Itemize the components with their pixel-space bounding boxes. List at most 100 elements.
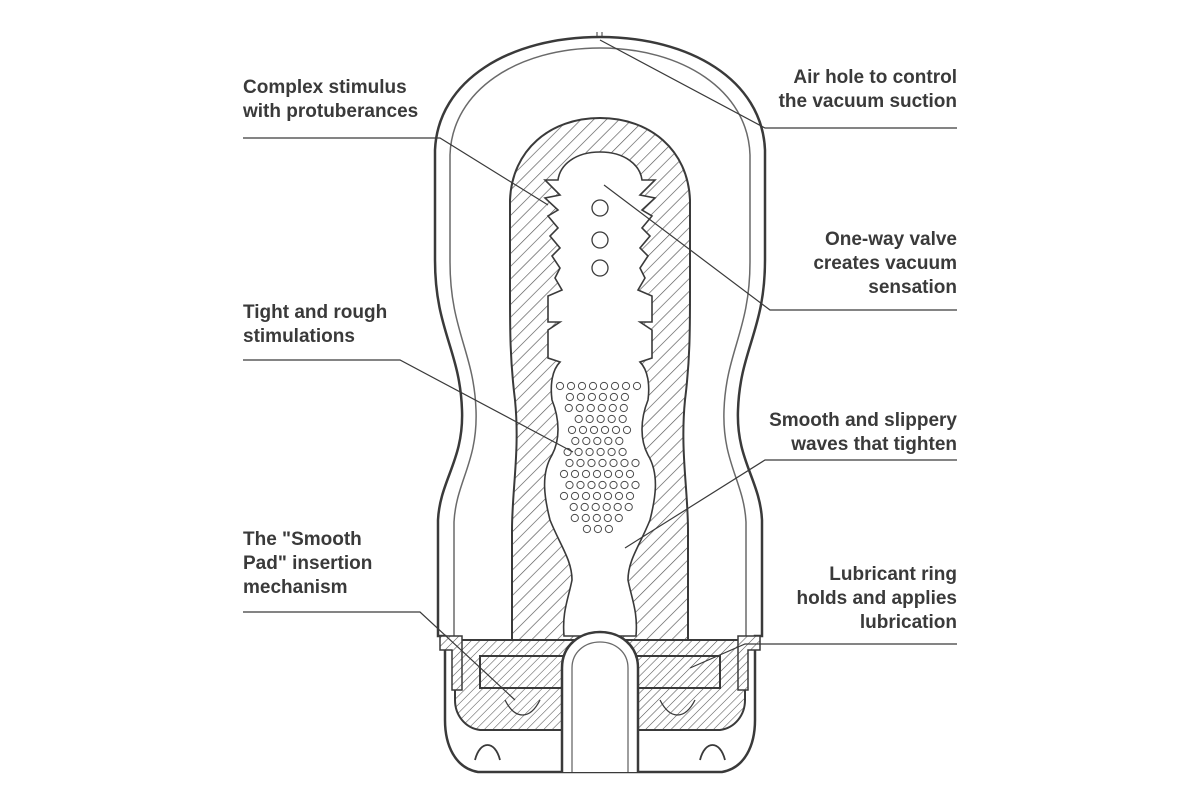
texture-dot bbox=[632, 381, 642, 391]
texture-dot bbox=[580, 502, 589, 512]
texture-dot bbox=[620, 458, 629, 468]
leader-air-hole bbox=[599, 39, 957, 129]
texture-dot bbox=[581, 491, 591, 501]
smooth-pad-left bbox=[439, 635, 463, 691]
texture-dot bbox=[619, 403, 628, 413]
protuberance-dots bbox=[591, 199, 609, 277]
texture-dot bbox=[565, 458, 574, 468]
leader-one-way-valve bbox=[603, 184, 957, 311]
texture-dot bbox=[574, 447, 583, 457]
texture-dot bbox=[598, 458, 607, 468]
insertion-opening-inner bbox=[571, 641, 629, 772]
texture-dot bbox=[622, 425, 632, 435]
inner-shell-line bbox=[449, 47, 751, 636]
texture-dot bbox=[566, 381, 576, 391]
base-cap-assembly bbox=[439, 630, 761, 772]
lubricant-ring-left bbox=[479, 655, 566, 689]
texture-dot bbox=[570, 513, 579, 523]
texture-dot bbox=[609, 392, 619, 402]
texture-dot bbox=[569, 502, 578, 512]
insertion-opening bbox=[560, 630, 640, 772]
texture-dot bbox=[631, 480, 640, 490]
texture-dot bbox=[592, 491, 602, 501]
texture-dot bbox=[586, 403, 595, 413]
texture-dot bbox=[578, 425, 588, 435]
texture-dot bbox=[600, 425, 610, 435]
texture-dot bbox=[614, 491, 624, 501]
leader-tight-rough bbox=[243, 359, 574, 453]
texture-dot bbox=[598, 480, 607, 490]
texture-dot bbox=[604, 436, 613, 446]
texture-dot bbox=[589, 425, 599, 435]
texture-dot bbox=[618, 447, 627, 457]
texture-dot bbox=[631, 458, 640, 468]
texture-dot bbox=[585, 447, 594, 457]
texture-dot bbox=[593, 524, 603, 534]
callout-smooth-waves: Smooth and slippery waves that tighten bbox=[769, 410, 957, 455]
texture-dot bbox=[587, 392, 597, 402]
texture-dot bbox=[571, 436, 580, 446]
texture-dot bbox=[576, 480, 585, 490]
texture-dot bbox=[596, 447, 605, 457]
callout-lubricant-ring: Lubricant ring holds and applies lubrica… bbox=[796, 564, 957, 633]
texture-dot bbox=[609, 458, 618, 468]
texture-dot bbox=[614, 469, 624, 479]
texture-dot-field bbox=[555, 381, 642, 534]
texture-dot bbox=[585, 414, 594, 424]
texture-dot bbox=[625, 491, 635, 501]
texture-dot bbox=[555, 381, 565, 391]
texture-dot bbox=[575, 403, 584, 413]
texture-dot bbox=[582, 524, 592, 534]
texture-dot bbox=[603, 491, 613, 501]
base-foot-right bbox=[699, 744, 726, 761]
texture-dot bbox=[581, 469, 591, 479]
texture-dot bbox=[625, 469, 635, 479]
texture-dot bbox=[613, 502, 622, 512]
callout-one-way-valve: One-way valve creates vacuum sensation bbox=[813, 229, 957, 298]
texture-dot bbox=[618, 414, 627, 424]
texture-dot bbox=[591, 502, 600, 512]
texture-dot bbox=[593, 436, 602, 446]
texture-dot bbox=[610, 381, 620, 391]
texture-dot bbox=[592, 469, 602, 479]
texture-dot bbox=[607, 414, 616, 424]
texture-dot bbox=[582, 436, 591, 446]
texture-dot bbox=[587, 458, 596, 468]
texture-dot bbox=[577, 381, 587, 391]
texture-dot bbox=[607, 447, 616, 457]
texture-dot bbox=[574, 414, 583, 424]
texture-dot bbox=[624, 502, 633, 512]
texture-dot bbox=[608, 403, 617, 413]
texture-dot bbox=[567, 425, 577, 435]
leader-smooth-pad bbox=[243, 611, 516, 701]
texture-dot bbox=[603, 513, 612, 523]
callout-smooth-pad: The "Smooth Pad" insertion mechanism bbox=[243, 529, 373, 598]
base-wave-left bbox=[504, 699, 541, 716]
callout-tight-rough: Tight and rough stimulations bbox=[243, 302, 388, 347]
texture-dot bbox=[603, 469, 613, 479]
texture-dot bbox=[615, 436, 624, 446]
texture-dot bbox=[576, 392, 586, 402]
texture-dot bbox=[559, 491, 569, 501]
texture-dot bbox=[587, 480, 596, 490]
base-foot-left bbox=[474, 744, 501, 761]
leader-lubricant-ring bbox=[689, 643, 957, 669]
texture-dot bbox=[570, 491, 580, 501]
texture-dot bbox=[598, 392, 608, 402]
texture-dot bbox=[588, 381, 598, 391]
texture-dot bbox=[599, 381, 609, 391]
smooth-pad-right bbox=[737, 635, 761, 691]
texture-dot bbox=[570, 469, 580, 479]
texture-dot bbox=[609, 480, 618, 490]
callout-complex-stimulus: Complex stimulus with protuberances bbox=[243, 77, 419, 122]
texture-dot bbox=[565, 392, 575, 402]
texture-dot bbox=[559, 469, 569, 479]
texture-dot bbox=[620, 480, 629, 490]
leader-lines bbox=[243, 39, 957, 701]
leader-smooth-waves bbox=[624, 459, 957, 549]
texture-dot bbox=[620, 392, 630, 402]
texture-dot bbox=[592, 513, 601, 523]
texture-dot bbox=[596, 414, 605, 424]
texture-dot bbox=[565, 480, 574, 490]
